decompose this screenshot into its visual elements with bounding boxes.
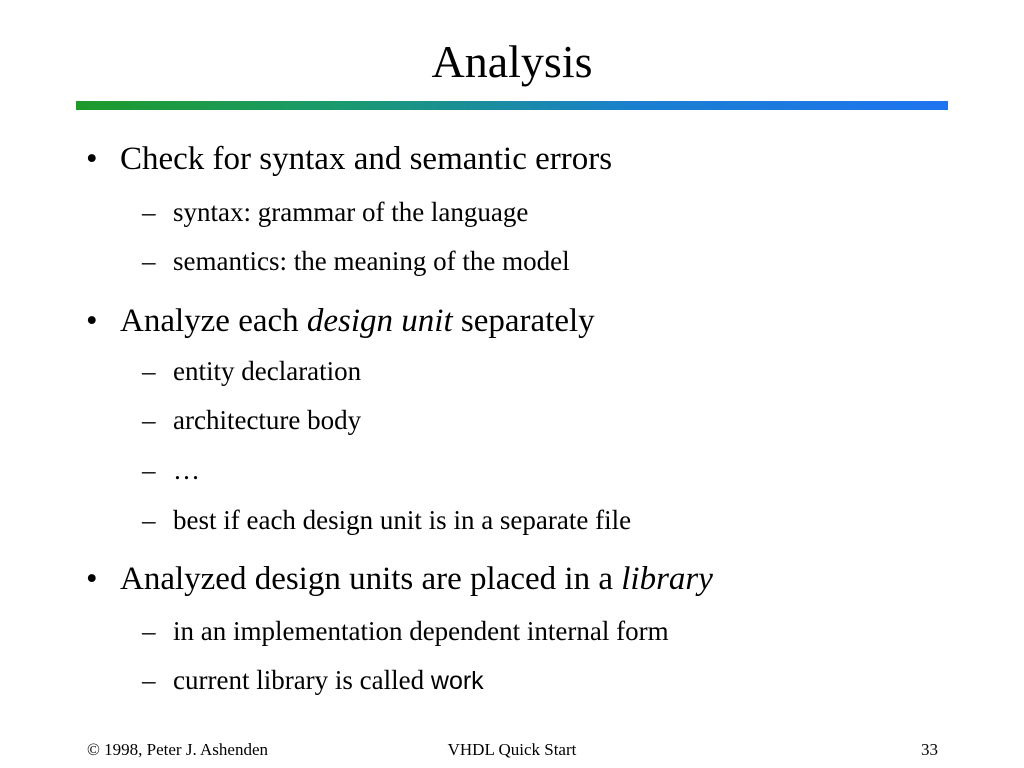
bullet-text: Check for syntax and semantic errors — [120, 141, 613, 177]
bullet-mark: • — [86, 561, 98, 597]
bullet-text-before: Analyze each — [120, 303, 307, 339]
sub-bullet-mark: – — [142, 356, 156, 386]
sub-bullet-text: … — [173, 455, 200, 485]
bullet-text-emphasis: design unit — [306, 303, 453, 339]
bullet-text-before: Analyzed design units are placed in a — [120, 561, 622, 597]
slide-title: Analysis — [431, 36, 593, 87]
sub-bullet-mark: – — [142, 405, 156, 435]
code-keyword-work: work — [430, 667, 484, 695]
sub-bullet-mark: – — [142, 505, 156, 535]
sub-bullet-mark: – — [142, 197, 156, 227]
sub-bullet-text: syntax: grammar of the language — [173, 197, 529, 227]
sub-bullet-text: semantics: the meaning of the model — [173, 246, 570, 276]
bullet-text-emphasis: library — [621, 561, 713, 597]
sub-bullet-text: best if each design unit is in a separat… — [173, 505, 632, 535]
sub-bullet-text-before: current library is called — [173, 665, 431, 695]
sub-bullet-mark: – — [142, 455, 156, 485]
bullet-mark: • — [86, 303, 98, 339]
bullet-text: Analyzed design units are placed in a li… — [120, 559, 713, 599]
sub-bullet-text: in an implementation dependent internal … — [173, 616, 669, 646]
sub-bullet-mark: – — [142, 246, 156, 276]
sub-bullet-mark: – — [142, 665, 156, 695]
bullet-text: Analyze each design unit separately — [120, 301, 595, 341]
footer-page-number: 33 — [921, 740, 938, 759]
sub-bullet-mark: – — [142, 616, 156, 646]
footer-title: VHDL Quick Start — [447, 740, 577, 759]
sub-bullet-text: architecture body — [173, 405, 362, 435]
sub-bullet-text: current library is called work — [173, 663, 484, 698]
title-divider — [76, 101, 948, 110]
bullet-mark: • — [86, 141, 98, 177]
bullet-text-after: separately — [452, 303, 595, 339]
sub-bullet-text: entity declaration — [173, 356, 362, 386]
footer-copyright: © 1998, Peter J. Ashenden — [87, 740, 269, 759]
